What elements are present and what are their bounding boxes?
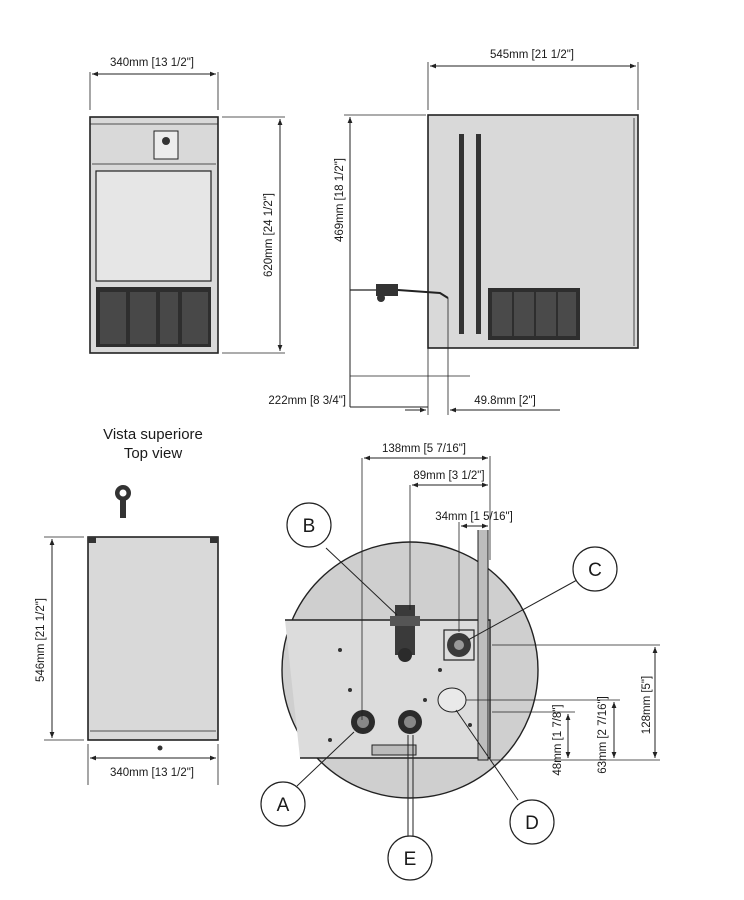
callout-b: B: [286, 502, 398, 616]
side-height-label: 469mm [18 1/2"]: [334, 158, 346, 242]
callout-e: E: [387, 735, 433, 881]
callout-d: D: [455, 709, 555, 845]
side-depth-label: 545mm [21 1/2"]: [490, 49, 574, 61]
detail-view: 138mm [5 7/16"] 89mm [3 1/2"] 34mm [1 5/…: [260, 443, 660, 881]
svg-text:C: C: [588, 560, 602, 581]
detail-63-label: 63mm [2 7/16"]: [597, 696, 609, 774]
detail-34-label: 34mm [1 5/16"]: [435, 511, 513, 523]
front-view: 340mm [13 1/2"] 620mm [24 1/2"]: [89, 57, 285, 354]
detail-89-label: 89mm [3 1/2"]: [413, 470, 484, 482]
svg-text:B: B: [303, 516, 316, 537]
detail-48-label: 48mm [1 7/8"]: [552, 704, 564, 775]
top-view-title-it: Vista superiore: [103, 426, 203, 443]
top-depth-label: 546mm [21 1/2"]: [35, 598, 47, 682]
side-view: 545mm [21 1/2"] 469mm [18 1/2"] 222mm [8…: [268, 49, 639, 415]
callout-a: A: [260, 731, 355, 827]
callout-c: C: [467, 546, 618, 641]
detail-128-label: 128mm [5"]: [641, 676, 653, 734]
front-grille: [96, 287, 211, 347]
top-view-title-en: Top view: [124, 445, 183, 462]
detail-138-label: 138mm [5 7/16"]: [382, 443, 466, 455]
svg-text:D: D: [525, 813, 539, 834]
top-width-label: 340mm [13 1/2"]: [110, 767, 194, 779]
drain-hose: [350, 284, 449, 302]
side-offset-left-label: 222mm [8 3/4"]: [268, 395, 346, 407]
svg-text:E: E: [404, 849, 417, 870]
front-width-label: 340mm [13 1/2"]: [110, 57, 194, 69]
side-grille: [488, 288, 580, 340]
svg-text:A: A: [277, 795, 290, 816]
front-height-label: 620mm [24 1/2"]: [263, 193, 275, 277]
side-offset-right-label: 49.8mm [2"]: [474, 395, 536, 407]
top-view: Vista superiore Top view 546mm [21 1/2"]…: [35, 426, 219, 785]
